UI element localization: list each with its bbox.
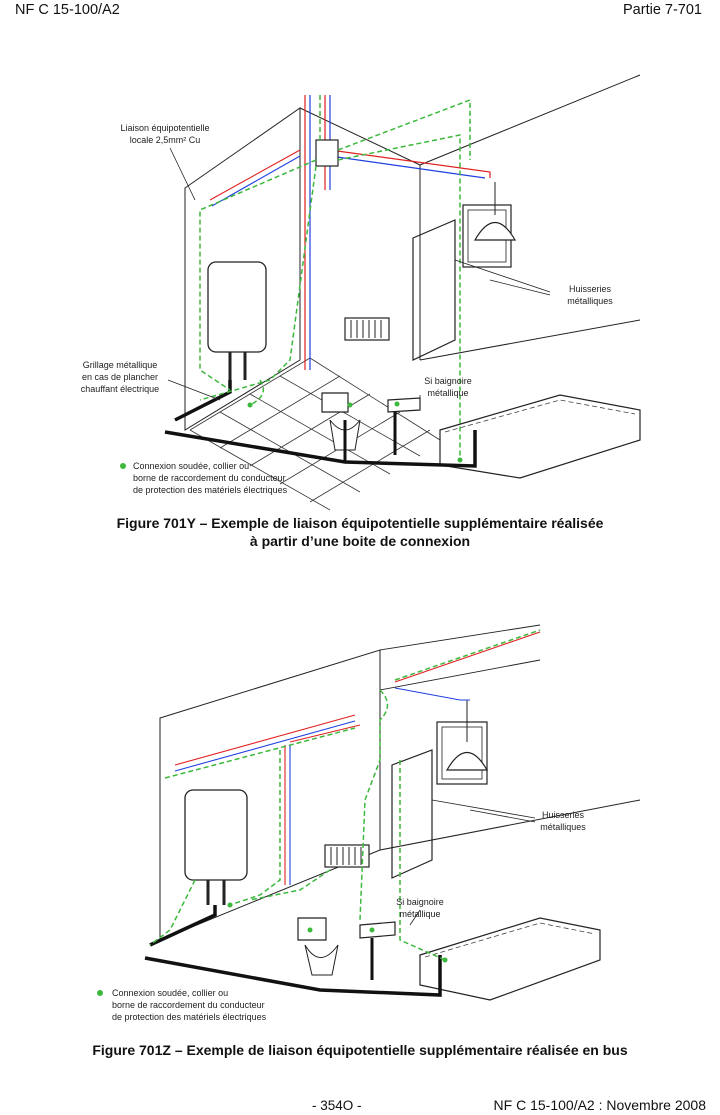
figure-701y-caption-line2: à partir d’une boite de connexion bbox=[249, 533, 471, 549]
label-grillage-y-1: Grillage métallique bbox=[83, 360, 158, 370]
legend-y-1: Connexion soudée, collier ou bbox=[133, 461, 249, 471]
document-part: Partie 7-701 bbox=[623, 2, 702, 18]
sink-z bbox=[359, 921, 396, 939]
figure-701y-drawing bbox=[164, 74, 641, 511]
figure-701y-caption-line1: Figure 701Y – Exemple de liaison équipot… bbox=[116, 515, 604, 531]
label-huisseries-z-1: Huisseries bbox=[542, 810, 585, 820]
label-baignoire-y-2: métallique bbox=[427, 388, 468, 398]
label-liaison-y-2: locale 2,5mm² Cu bbox=[130, 135, 201, 145]
equipotential-line-y bbox=[199, 95, 471, 460]
legend-z-2: borne de raccordement du conducteur bbox=[112, 1000, 265, 1010]
water-heater-z bbox=[184, 789, 248, 881]
lamp-y bbox=[473, 222, 517, 241]
legend-z-1: Connexion soudée, collier ou bbox=[112, 988, 228, 998]
connection-box-y bbox=[315, 139, 339, 167]
figure-701y-caption: Figure 701Y – Exemple de liaison équipot… bbox=[0, 514, 720, 550]
toilet-y bbox=[321, 392, 349, 413]
radiator-y bbox=[344, 317, 390, 341]
label-baignoire-z-2: métallique bbox=[399, 909, 440, 919]
lamp-z bbox=[445, 752, 489, 771]
footer-reference: NF C 15-100/A2 : Novembre 2008 bbox=[493, 1097, 706, 1113]
label-grillage-y-2: en cas de plancher bbox=[82, 372, 158, 382]
page-number: - 354O - bbox=[312, 1098, 362, 1113]
sink-y bbox=[387, 397, 421, 413]
figure-701z-caption: Figure 701Z – Exemple de liaison équipot… bbox=[92, 1042, 628, 1058]
window-z bbox=[436, 721, 488, 785]
label-baignoire-y-1: Si baignoire bbox=[424, 376, 472, 386]
bathtub-z bbox=[419, 917, 601, 1001]
figure-701z-drawing bbox=[144, 624, 641, 1001]
document-reference: NF C 15-100/A2 bbox=[15, 2, 120, 18]
legend-z-3: de protection des matériels électriques bbox=[112, 1012, 267, 1022]
legend-y-3: de protection des matériels électriques bbox=[133, 485, 288, 495]
label-grillage-y-3: chauffant électrique bbox=[81, 384, 159, 394]
door-z bbox=[391, 749, 433, 879]
label-liaison-y-1: Liaison équipotentielle bbox=[120, 123, 209, 133]
water-heater-y bbox=[207, 261, 267, 353]
label-huisseries-y-1: Huisseries bbox=[569, 284, 612, 294]
legend-dot-z bbox=[97, 990, 103, 996]
legend-y-2: borne de raccordement du conducteur bbox=[133, 473, 286, 483]
label-baignoire-z-1: Si baignoire bbox=[396, 897, 444, 907]
equipotential-line-z bbox=[149, 629, 541, 961]
label-huisseries-y-2: métalliques bbox=[567, 296, 613, 306]
door-y bbox=[412, 219, 456, 361]
label-huisseries-z-2: métalliques bbox=[540, 822, 586, 832]
legend-dot-y bbox=[120, 463, 126, 469]
